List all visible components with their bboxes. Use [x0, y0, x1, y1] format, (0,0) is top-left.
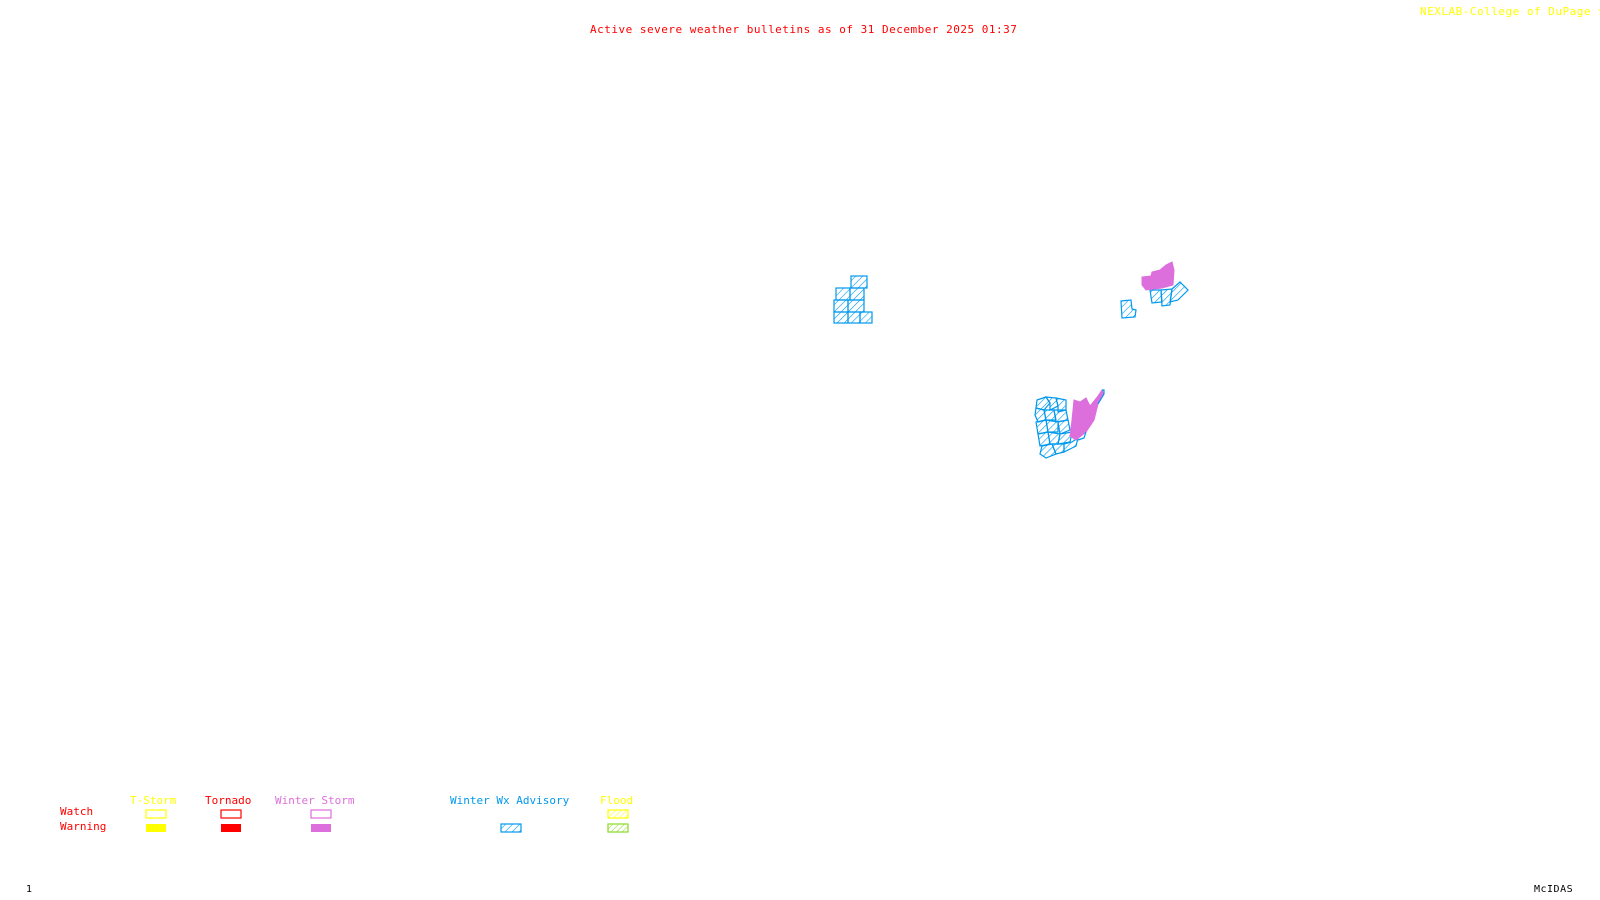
legend-winter-storm-watch-swatch: [310, 809, 332, 819]
county-polygon: [1160, 288, 1173, 307]
county-polygon: [1039, 443, 1057, 459]
county-polygon: [847, 299, 865, 313]
county-polygon: [1035, 396, 1051, 411]
winter-wx-advisory-area-northeast[interactable]: [1120, 281, 1189, 319]
winter-storm-warning-area-northeast[interactable]: [1141, 261, 1175, 291]
county-polygon: [850, 275, 868, 289]
county-polygon: [1044, 396, 1059, 411]
warning-polygon: [1069, 389, 1105, 441]
winter-wx-advisory-area-plains[interactable]: [833, 275, 873, 324]
legend-tstorm-watch-swatch: [145, 809, 167, 819]
legend-row-watch: Watch: [60, 805, 93, 818]
legend-tornado-label: Tornado: [205, 794, 251, 807]
county-polygon: [1149, 289, 1163, 304]
nexlab-logo-icon: ⇲: [1598, 5, 1600, 18]
software-label: McIDAS: [1534, 884, 1574, 895]
legend: Watch Warning T-Storm Tornado Winter Sto…: [60, 794, 633, 833]
winter-wx-advisory-area-appalachian-coast: [1077, 389, 1105, 441]
county-polygon: [1063, 436, 1079, 453]
county-polygon: [847, 311, 861, 324]
county-outline: [1097, 389, 1105, 405]
county-polygon: [849, 287, 865, 301]
county-polygon: [835, 287, 851, 301]
county-polygon: [1057, 419, 1071, 435]
credit-text: NEXLAB-College of DuPage: [1420, 5, 1591, 18]
county-polygon: [833, 311, 849, 324]
legend-winter-storm-warning-swatch: [311, 824, 331, 832]
legend-flood-label: Flood: [600, 794, 633, 807]
legend-winter-storm-label: Winter Storm: [275, 794, 355, 807]
legend-flood-warning-swatch: [607, 823, 629, 833]
legend-winter-wx-advisory-label: Winter Wx Advisory: [450, 794, 570, 807]
credit-label: NEXLAB-College of DuPage ⇲: [1420, 5, 1600, 18]
winter-wx-advisory-area-appalachian[interactable]: [1034, 396, 1079, 459]
legend-tornado-watch-swatch: [220, 809, 242, 819]
map-title: Active severe weather bulletins as of 31…: [590, 23, 1018, 36]
frame-number: 1: [26, 884, 33, 895]
legend-winter-wx-advisory-warning-swatch: [500, 823, 522, 833]
county-polygon: [1120, 299, 1137, 319]
legend-flood-watch-swatch: [607, 809, 629, 819]
legend-tstorm-warning-swatch: [146, 824, 166, 832]
county-polygon: [1045, 419, 1059, 433]
legend-row-warning: Warning: [60, 820, 106, 833]
county-polygon: [1169, 281, 1189, 303]
legend-tornado-warning-swatch: [221, 824, 241, 832]
county-outline: [1077, 431, 1087, 441]
winter-storm-warning-area-appalachian[interactable]: [1069, 389, 1105, 441]
county-polygon: [859, 311, 873, 324]
legend-tstorm-label: T-Storm: [130, 794, 177, 807]
county-polygon: [833, 299, 849, 313]
warning-polygon: [1141, 261, 1175, 291]
